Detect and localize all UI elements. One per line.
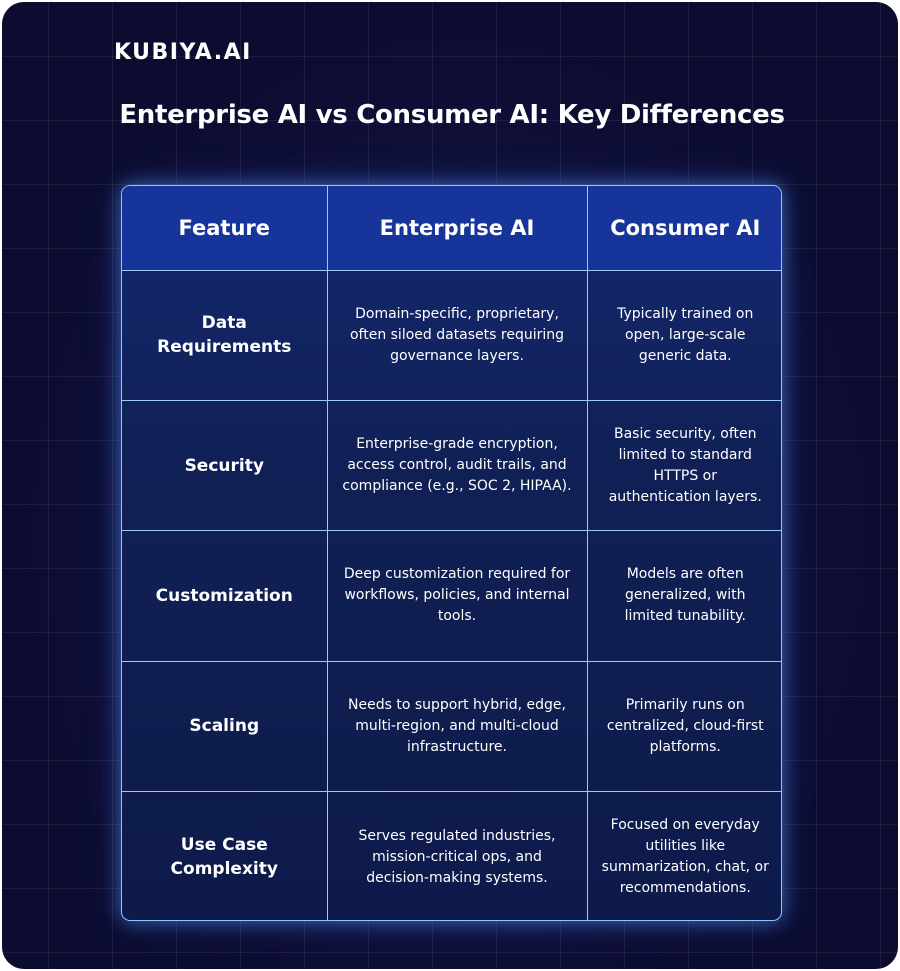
table-row: Data Requirements Domain-specific, propr… [122,269,781,401]
consumer-cell: Basic security, often limited to standar… [586,399,781,532]
comparison-table: Feature Enterprise AI Consumer AI Data R… [122,186,781,920]
brand-logo: KUBIYA.AI [114,40,252,65]
table-row: Scaling Needs to support hybrid, edge, m… [122,660,781,793]
enterprise-cell: Needs to support hybrid, edge, multi-reg… [326,660,588,793]
enterprise-cell: Enterprise-grade encryption, access cont… [326,399,588,532]
table-row: Use Case Complexity Serves regulated ind… [122,791,781,920]
table-header-row: Feature Enterprise AI Consumer AI [122,186,781,271]
header-consumer-ai: Consumer AI [586,186,781,271]
header-enterprise-ai: Enterprise AI [326,186,588,271]
table-row: Customization Deep customization require… [122,530,781,662]
page-title: Enterprise AI vs Consumer AI: Key Differ… [119,100,785,130]
consumer-cell: Primarily runs on centralized, cloud-fir… [586,660,781,793]
header-feature: Feature [122,186,328,271]
table-row: Security Enterprise-grade encryption, ac… [122,399,781,532]
feature-cell: Data Requirements [122,269,328,401]
consumer-cell: Focused on everyday utilities like summa… [586,791,781,920]
feature-cell: Use Case Complexity [122,791,328,920]
enterprise-cell: Domain-specific, proprietary, often silo… [326,269,588,401]
enterprise-cell: Serves regulated industries, mission-cri… [326,791,588,920]
consumer-cell: Typically trained on open, large-scale g… [586,269,781,401]
comparison-table-container: Feature Enterprise AI Consumer AI Data R… [121,185,782,921]
enterprise-cell: Deep customization required for workflow… [326,530,588,662]
consumer-cell: Models are often generalized, with limit… [586,530,781,662]
feature-cell: Security [122,399,328,532]
feature-cell: Scaling [122,660,328,793]
feature-cell: Customization [122,530,328,662]
